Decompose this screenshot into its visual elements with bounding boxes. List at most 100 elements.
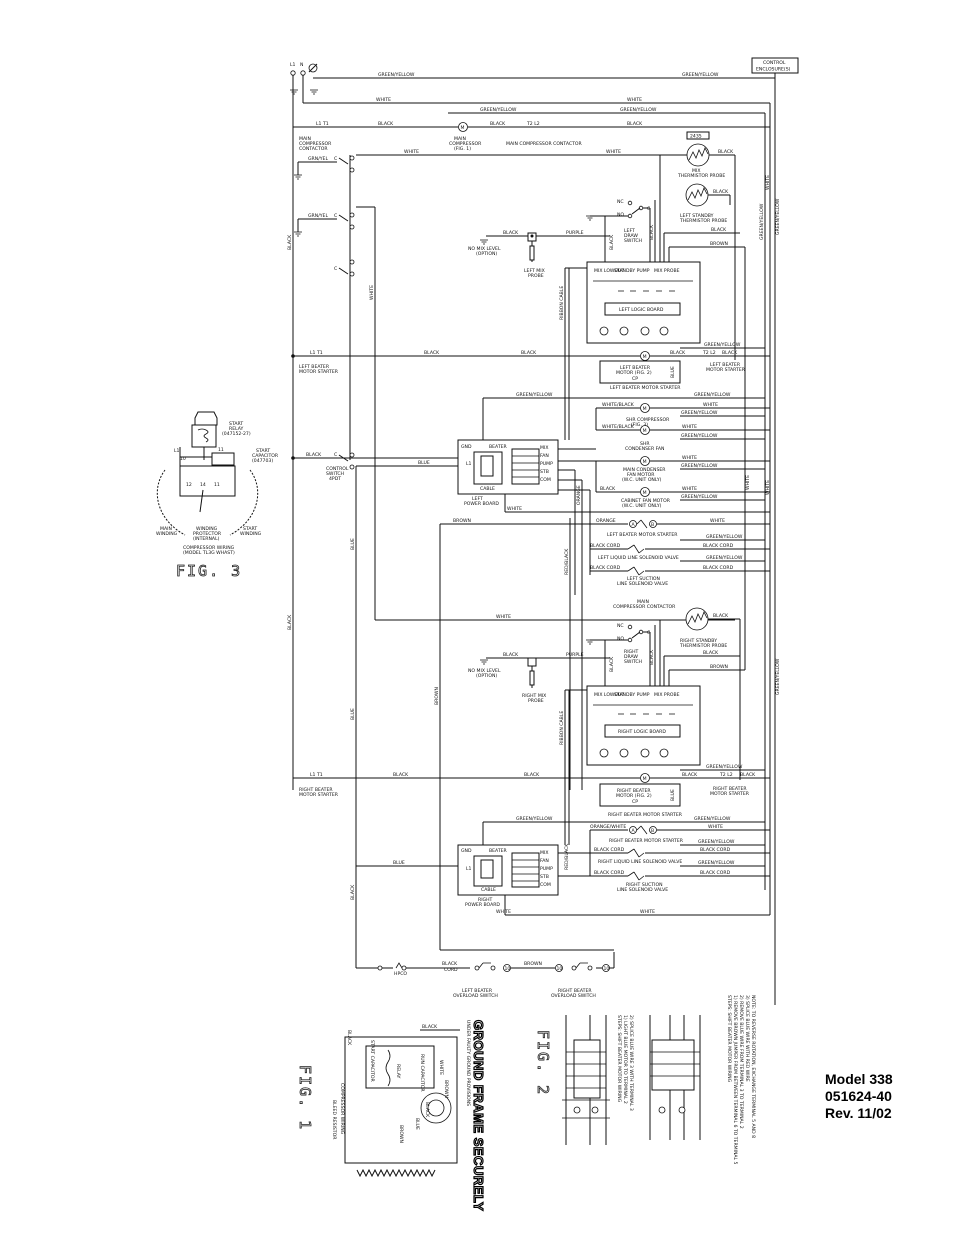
motor-m-icon: M <box>643 354 647 360</box>
protector-label: PROTECTOR <box>193 531 222 537</box>
switch-c-label: C <box>334 156 337 162</box>
right-beater-label: RIGHT BEATER <box>617 788 651 794</box>
no-label: NO <box>617 636 624 642</box>
enclosure-label: ENCLOSURE(S) <box>756 67 791 73</box>
wire-label-white: WHITE <box>438 1060 444 1075</box>
l1-t1-label: L1 T1 <box>310 772 323 778</box>
4pdt-label: 4PDT <box>329 476 341 482</box>
revision: Rev. 11/02 <box>825 1105 892 1121</box>
nc-label: NC <box>617 199 624 205</box>
line-solenoid-valve-label: LINE SOLENOID VALVE <box>617 581 668 587</box>
shr-label: SHR <box>640 441 650 447</box>
left-suction-label: LEFT SUCTION <box>627 576 660 582</box>
switch-label: SWITCH <box>624 238 642 244</box>
left-mix-probe: NO MIX LEVEL (OPTION) BLACK PURPLE LEFT … <box>468 230 610 279</box>
terminal-10-label: 10 <box>180 456 186 462</box>
contactor-label: CONTACTOR <box>299 146 328 152</box>
model-info: Model 338 051624-40 Rev. 11/02 <box>825 1071 893 1122</box>
power-entry: L1 N <box>290 62 318 95</box>
wire-label-black: BLACK <box>503 652 519 658</box>
stb-terminal-label: STB <box>540 874 549 880</box>
wire-label-white: WHITE <box>369 285 375 300</box>
main-label: MAIN <box>454 136 466 142</box>
grn-yel-label: GRN/YEL <box>308 213 328 219</box>
fan-motor-label: FAN MOTOR <box>627 472 655 478</box>
wire-label-black: BLACK <box>424 1102 430 1118</box>
right-beater-label: RIGHT BEATER <box>299 787 333 793</box>
wire-label-blue: BLUE <box>350 538 356 550</box>
cabinet-fan-label: CABINET FAN MOTOR <box>621 498 671 504</box>
wire-label-black: BLACK <box>718 149 734 155</box>
option-label: (OPTION) <box>476 251 497 257</box>
black-cord-label: BLACK CORD <box>703 543 734 549</box>
motor-fig2-label: MOTOR (FIG. 2) <box>616 370 652 376</box>
motor-starter-label: MOTOR STARTER <box>710 791 750 797</box>
compressor-wiring-label: COMPRESSOR WIRING <box>183 545 235 551</box>
probe-label: PROBE <box>528 698 544 704</box>
wire-label-black: BLACK <box>521 350 537 356</box>
wiring-notes: STEPS: SHIFT BEATER MOTOR WIRING 1) REMO… <box>726 995 756 1165</box>
wire-label-black: BLACK <box>424 350 440 356</box>
nc-label: NC <box>617 623 624 629</box>
wire-label-black: BLACK <box>442 961 458 967</box>
wire-label-white: WHITE <box>682 486 697 492</box>
control-switch: C C C C GRN/YEL GRN/YEL WHITE WHITE WHIT… <box>287 149 660 630</box>
main-buses: GREEN/YELLOW GREEN/YELLOW WHITE WHITE GR… <box>292 72 781 1005</box>
shr-compressor-label: SHR COMPRESSOR <box>626 417 670 423</box>
wire-label-purple: PURPLE <box>566 652 584 658</box>
left-beater-motor-starter-label: LEFT BEATER MOTOR STARTER <box>607 532 678 538</box>
ground-frame-notice: GROUND FRAME SECURELY UNDER FAULTY GROUN… <box>465 1019 487 1212</box>
wire-label-black: BLACK <box>740 772 756 778</box>
wire-label-black: BLACK <box>609 234 615 250</box>
right-beater-motor-starter-label: RIGHT BEATER MOTOR STARTER <box>609 838 684 844</box>
right-beater-motor-row: L1 T1 BLACK BLACK M BLACK T2 L2 BLACK GR… <box>293 764 770 818</box>
wire-label-green-yellow: GREEN/YELLOW <box>681 494 718 500</box>
run-capacitor-label: RUN CAPACITOR <box>419 1054 425 1092</box>
wire-label-black: BLACK <box>713 189 729 195</box>
right-label: RIGHT <box>478 897 493 903</box>
ribbon-cable-label: RIBBON CABLE <box>559 286 565 320</box>
beater-label: BEATER <box>489 848 508 854</box>
left-beater-label: LEFT BEATER <box>299 364 330 370</box>
no-mix-level-label: NO MIX LEVEL <box>468 246 501 252</box>
wire-label-black: BLACK <box>649 224 655 240</box>
wire-label-black: BLACK <box>600 486 616 492</box>
overload-switch-label: OVERLOAD SWITCH <box>551 993 596 999</box>
motor-m-icon: M <box>643 490 647 496</box>
wire-label-white: WHITE <box>765 175 771 190</box>
mix-label: MIX <box>692 168 700 174</box>
wire-label-black: BLACK <box>649 649 655 665</box>
left-beater-label: LEFT BEATER <box>620 365 651 371</box>
wire-label-green-yellow: GREEN/YELLOW <box>698 860 735 866</box>
overload-row: BLACK CORD HPCO 10 BROWN 10 10 LEFT BEAT… <box>356 949 615 999</box>
wire-label-black: BLACK <box>422 1024 438 1030</box>
model-label: (MODEL TL3G WHAST) <box>183 550 235 556</box>
start-label: START <box>243 526 257 532</box>
motor-fig2-label: MOTOR (FIG. 2) <box>616 793 652 799</box>
left-draw-switch: NC NO C LEFT DRAW SWITCH BLACK BLACK <box>586 199 656 270</box>
shr-section: GREEN/YELLOW GREEN/YELLOW WHITE/BLACK M … <box>482 392 770 509</box>
fig3-ref-label: (FIG. 3) <box>631 422 648 428</box>
motor-starter-label: MOTOR STARTER <box>299 792 339 798</box>
fig1-title: FIG. 1 <box>296 1065 314 1131</box>
black-cord-label: BLACK CORD <box>703 565 734 571</box>
left-mix-label: LEFT MIX <box>524 268 545 274</box>
wire-label-white: WHITE <box>765 480 771 495</box>
right-label: RIGHT <box>624 649 639 655</box>
a-icon: A <box>632 522 636 528</box>
winding-label: WINDING <box>240 531 262 537</box>
black-cord-label: BLACK CORD <box>700 847 731 853</box>
wire-label-green-yellow: GREEN/YELLOW <box>706 534 743 540</box>
left-power-board: GND BEATER MIX FAN PUMP STB COM CABLE L1… <box>291 439 770 525</box>
resistor-value: 2435 <box>690 134 702 140</box>
thermistor-icon <box>687 611 708 625</box>
right-power-board: GND BEATER MIX FAN PUMP STB COM CABLE L1… <box>356 494 770 916</box>
beater-label: BEATER <box>489 444 508 450</box>
terminal-12-label: 12 <box>186 482 192 488</box>
no-label: NO <box>617 212 624 218</box>
main-label: MAIN <box>637 599 649 605</box>
mix-lowout-label: MIX LOWOUT <box>594 268 624 274</box>
wire-label-white: WHITE <box>708 824 723 830</box>
wire-label-black: BLACK <box>503 230 519 236</box>
wire-label-green-yellow: GREEN/YELLOW <box>698 839 735 845</box>
